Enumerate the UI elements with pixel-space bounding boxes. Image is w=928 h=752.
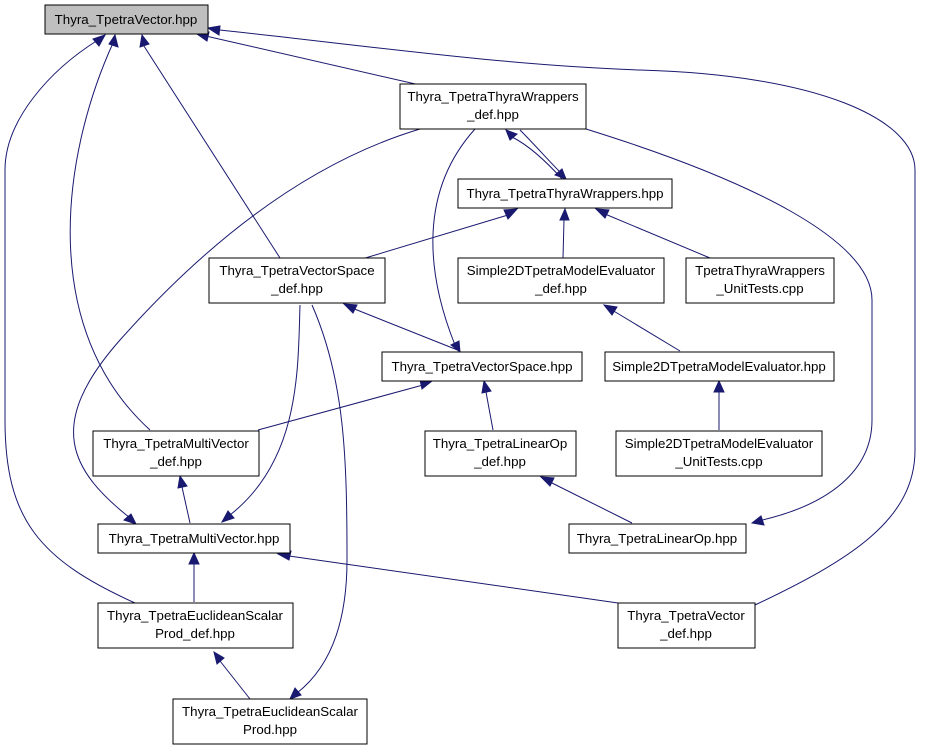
node-label: Thyra_TpetraThyraWrappers bbox=[407, 89, 579, 104]
node-label: _def.hpp bbox=[466, 107, 519, 122]
node-label: Simple2DTpetraModelEvaluator bbox=[467, 263, 656, 278]
edge-linear-op-def-to-vector-space bbox=[481, 379, 494, 431]
node-simple2d-model-evaluator-hpp[interactable]: Simple2DTpetraModelEvaluator.hpp bbox=[604, 351, 835, 382]
edge-euclidean-prod-to-euclidean-def bbox=[213, 650, 251, 700]
edge-model-evaluator-unit-tests-to-model-evaluator bbox=[713, 379, 725, 430]
node-tpetra-vector-space-hpp[interactable]: Thyra_TpetraVectorSpace.hpp bbox=[381, 351, 583, 382]
node-label: _def.hpp bbox=[659, 626, 712, 641]
node-label: Thyra_TpetraLinearOp.hpp bbox=[577, 531, 737, 546]
node-tpetra-linear-op-def-hpp[interactable]: Thyra_TpetraLinearOp _def.hpp bbox=[424, 430, 577, 477]
node-label: _UnitTests.cpp bbox=[715, 281, 803, 296]
edge-euclidean-def-to-multi-vector bbox=[188, 551, 200, 602]
node-label: Prod_def.hpp bbox=[155, 626, 235, 641]
edge-model-evaluator-to-model-evaluator-def bbox=[602, 304, 681, 352]
node-tpetra-multi-vector-def-hpp[interactable]: Thyra_TpetraMultiVector _def.hpp bbox=[92, 430, 260, 477]
node-label: Thyra_TpetraVector bbox=[627, 608, 745, 623]
edge-vector-space-def-to-multi-vector bbox=[220, 304, 301, 523]
edge-wrappers-def-to-linear-op bbox=[585, 128, 873, 526]
node-tpetra-vector-hpp[interactable]: Thyra_TpetraVector.hpp bbox=[44, 4, 209, 35]
node-tpetra-thyra-wrappers-def-hpp[interactable]: Thyra_TpetraThyraWrappers _def.hpp bbox=[399, 83, 587, 130]
edge-unit-tests-to-wrappers bbox=[594, 208, 711, 259]
node-label: Thyra_TpetraMultiVector.hpp bbox=[109, 531, 280, 546]
edge-multi-vector-def-to-vector-space bbox=[257, 379, 434, 431]
node-tpetra-euclidean-scalar-prod-hpp[interactable]: Thyra_TpetraEuclideanScalar Prod.hpp bbox=[172, 698, 368, 745]
node-tpetra-euclidean-scalar-prod-def-hpp[interactable]: Thyra_TpetraEuclideanScalar Prod_def.hpp bbox=[97, 602, 294, 649]
edge-vector-space-def-to-wrappers bbox=[361, 208, 519, 260]
node-label: Thyra_TpetraEuclideanScalar bbox=[107, 608, 283, 623]
edge-linear-op-to-linear-op-def bbox=[539, 476, 633, 524]
node-label: Thyra_TpetraVector.hpp bbox=[55, 12, 198, 27]
edge-vector-space-to-vector-space-def bbox=[342, 303, 461, 352]
edge-multi-vector-def-to-vector bbox=[69, 33, 151, 431]
edge-model-evaluator-def-to-wrappers bbox=[559, 207, 570, 259]
edge-vector-def-to-multi-vector bbox=[276, 550, 619, 604]
node-tpetra-vector-def-hpp[interactable]: Thyra_TpetraVector _def.hpp bbox=[617, 602, 756, 649]
node-tpetra-linear-op-hpp[interactable]: Thyra_TpetraLinearOp.hpp bbox=[568, 523, 747, 554]
edge-vector-def-to-vector bbox=[206, 25, 916, 606]
node-label: _def.hpp bbox=[149, 454, 202, 469]
node-label: Thyra_TpetraLinearOp bbox=[433, 436, 568, 451]
node-label: Simple2DTpetraModelEvaluator bbox=[625, 436, 814, 451]
node-tpetra-thyra-wrappers-hpp[interactable]: Thyra_TpetraThyraWrappers.hpp bbox=[457, 178, 673, 209]
node-label: Thyra_TpetraVectorSpace bbox=[219, 263, 374, 278]
edge-vector-space-def-to-vector bbox=[139, 33, 281, 259]
node-tpetra-vector-space-def-hpp[interactable]: Thyra_TpetraVectorSpace _def.hpp bbox=[208, 257, 386, 304]
graph-edges bbox=[4, 25, 916, 700]
edge-vector-space-def-to-euclidean-prod bbox=[289, 304, 348, 700]
node-label: _def.hpp bbox=[270, 281, 323, 296]
edge-wrappers-def-to-wrappers bbox=[519, 129, 567, 180]
edge-wrappers-def-to-multi-vector bbox=[73, 128, 421, 525]
node-tpetra-thyra-wrappers-unit-tests-cpp[interactable]: TpetraThyraWrappers _UnitTests.cpp bbox=[685, 257, 835, 304]
edge-wrappers-to-wrappers-def bbox=[505, 129, 564, 181]
node-label: _def.hpp bbox=[473, 454, 526, 469]
graph-nodes: Thyra_TpetraVector.hpp Thyra_TpetraThyra… bbox=[44, 4, 835, 745]
node-label: _UnitTests.cpp bbox=[674, 454, 762, 469]
edge-euclidean-def-to-vector bbox=[4, 34, 136, 604]
node-simple2d-model-evaluator-unit-tests-cpp[interactable]: Simple2DTpetraModelEvaluator _UnitTests.… bbox=[615, 430, 823, 477]
node-label: Thyra_TpetraMultiVector bbox=[103, 436, 249, 451]
node-label: Thyra_TpetraThyraWrappers.hpp bbox=[466, 186, 663, 201]
edge-multi-vector-to-multi-vector-def bbox=[177, 474, 191, 524]
node-label: TpetraThyraWrappers bbox=[695, 263, 825, 278]
node-tpetra-multi-vector-hpp[interactable]: Thyra_TpetraMultiVector.hpp bbox=[97, 523, 291, 554]
node-label: Thyra_TpetraVectorSpace.hpp bbox=[391, 359, 572, 374]
node-simple2d-model-evaluator-def-hpp[interactable]: Simple2DTpetraModelEvaluator _def.hpp bbox=[457, 257, 665, 304]
edge-wrappers-def-to-vector-space bbox=[432, 128, 476, 354]
node-label: _def.hpp bbox=[534, 281, 587, 296]
node-label: Simple2DTpetraModelEvaluator.hpp bbox=[612, 359, 826, 374]
node-label: Prod.hpp bbox=[243, 722, 297, 737]
node-label: Thyra_TpetraEuclideanScalar bbox=[182, 704, 358, 719]
